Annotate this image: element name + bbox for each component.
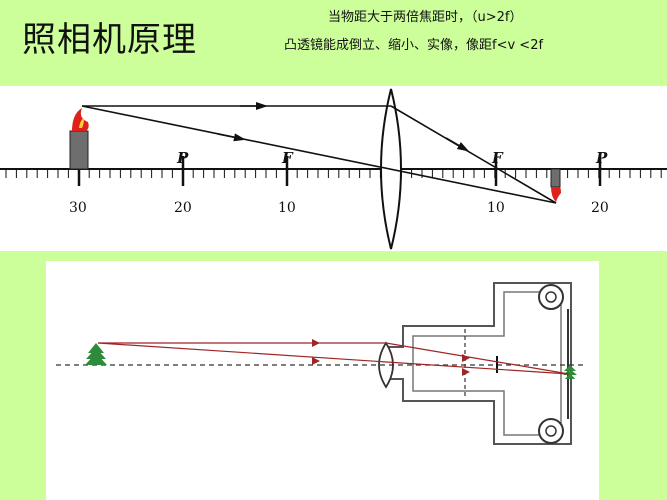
label-f-left: F <box>281 149 294 167</box>
candle-icon <box>69 108 89 170</box>
ruler-major-ticks <box>77 156 602 186</box>
inverted-tree-icon <box>563 365 577 379</box>
camera-ray-arrows <box>312 339 470 376</box>
ray-diagram: P F F P 30 20 10 10 20 <box>0 88 667 250</box>
film-spool-top <box>538 284 564 310</box>
tick-label-20-right: 20 <box>591 200 609 216</box>
inverted-candle-icon <box>550 168 561 202</box>
tick-label-30: 30 <box>69 200 87 216</box>
ray-diagram-panel: P F F P 30 20 10 10 20 <box>0 86 667 251</box>
camera-inner-wall <box>412 291 562 436</box>
camera-rays <box>97 342 570 375</box>
label-2f-right: P <box>595 149 608 167</box>
tick-label-10-right: 10 <box>487 200 505 216</box>
tree-icon <box>85 343 107 365</box>
film-spool-bottom <box>538 418 564 444</box>
camera-diagram <box>56 282 586 445</box>
ruler-ticks <box>5 169 662 178</box>
light-rays <box>81 105 557 204</box>
tick-label-10-left: 10 <box>278 200 296 216</box>
ray-arrows <box>217 102 470 152</box>
camera-diagram-panel <box>46 261 599 500</box>
label-f-right: F <box>491 149 504 167</box>
tick-label-20-left: 20 <box>174 200 192 216</box>
page-title: 照相机原理 <box>22 20 197 60</box>
camera-lens <box>378 341 394 389</box>
condition-text-1: 当物距大于两倍焦距时，（u>2f） <box>328 10 523 25</box>
condition-text-2: 凸透镜能成倒立、缩小、实像，像距f<v <2f <box>284 38 544 53</box>
label-2f-left: P <box>176 149 189 167</box>
